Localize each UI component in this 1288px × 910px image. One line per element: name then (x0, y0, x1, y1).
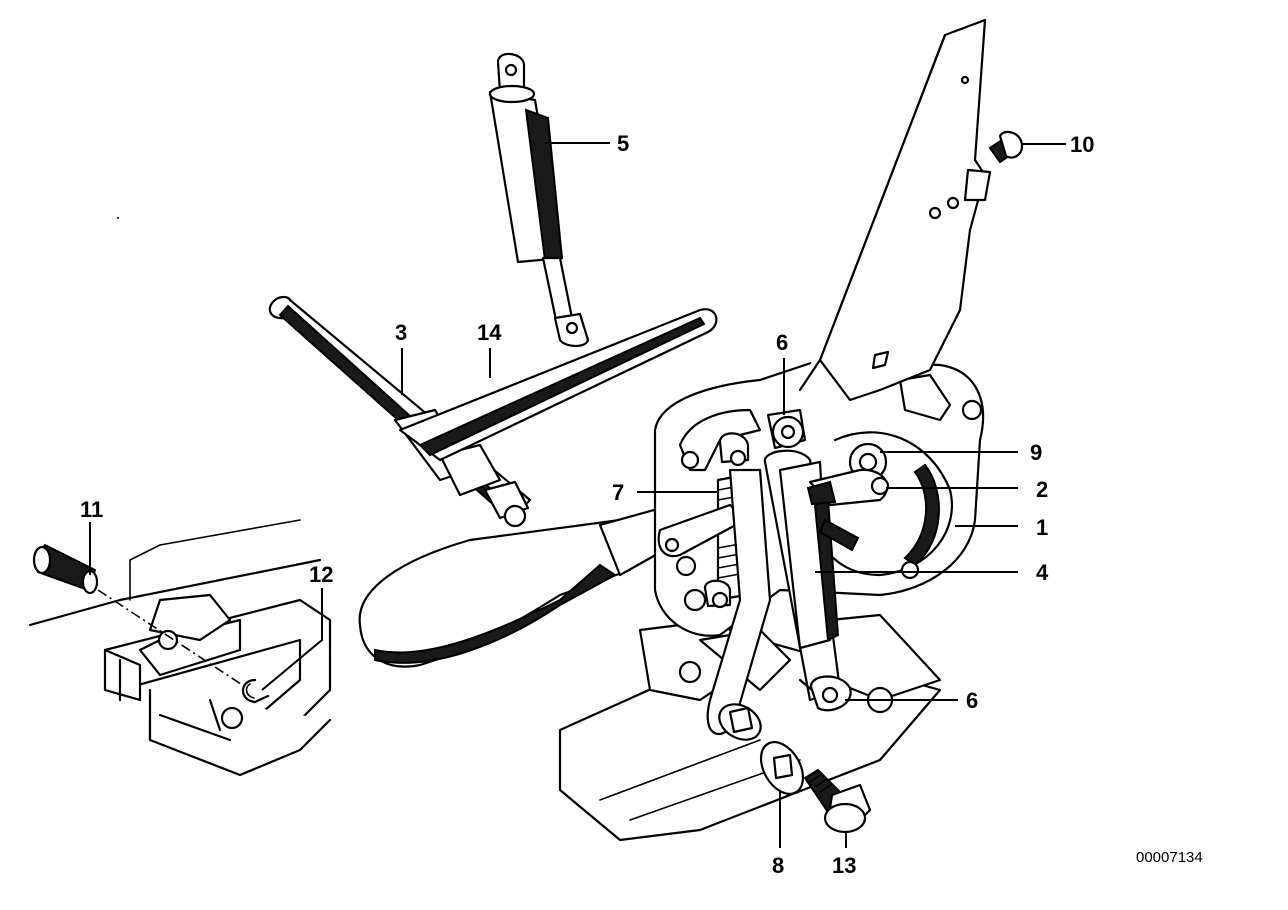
callout-8: 8 (772, 853, 784, 878)
seat-back-bracket (798, 18, 992, 402)
callout-2: 2 (1036, 477, 1048, 502)
part-8-washer (718, 703, 805, 795)
part-4-link-strut (706, 449, 852, 736)
part-11-pin (32, 543, 99, 595)
part-2-cam (806, 468, 890, 507)
callout-11: 11 (80, 497, 103, 522)
part-6-upper-bushing (766, 408, 807, 450)
callout-13: 13 (832, 853, 856, 878)
document-number: 00007134 (1136, 849, 1203, 866)
callout-7: 7 (612, 480, 624, 505)
callout-6-lower: 6 (966, 688, 978, 713)
callout-3: 3 (395, 320, 407, 345)
callout-4: 4 (1036, 560, 1049, 585)
callout-6-upper: 6 (776, 330, 788, 355)
part-10-screw (988, 130, 1024, 164)
part-14-release-lever (398, 308, 718, 462)
callout-5: 5 (617, 131, 629, 156)
callout-1: 1 (1036, 515, 1048, 540)
part-13-bolt (803, 768, 872, 834)
callout-14: 14 (477, 320, 502, 345)
callout-10: 10 (1070, 132, 1094, 157)
callout-12: 12 (309, 562, 333, 587)
stray-dot (117, 217, 119, 219)
leader-lines (89, 142, 1066, 848)
callout-labels: 1 2 3 4 5 6 6 7 8 9 10 11 12 13 14 (80, 131, 1094, 878)
callout-9: 9 (1030, 440, 1042, 465)
rail-bracket-detail (28, 519, 332, 777)
part-5-gas-strut (488, 52, 590, 348)
part-3-shaft (268, 295, 532, 528)
part-7-springs (657, 432, 750, 609)
threaded-stud (818, 518, 860, 552)
part-12-clip (241, 678, 270, 704)
